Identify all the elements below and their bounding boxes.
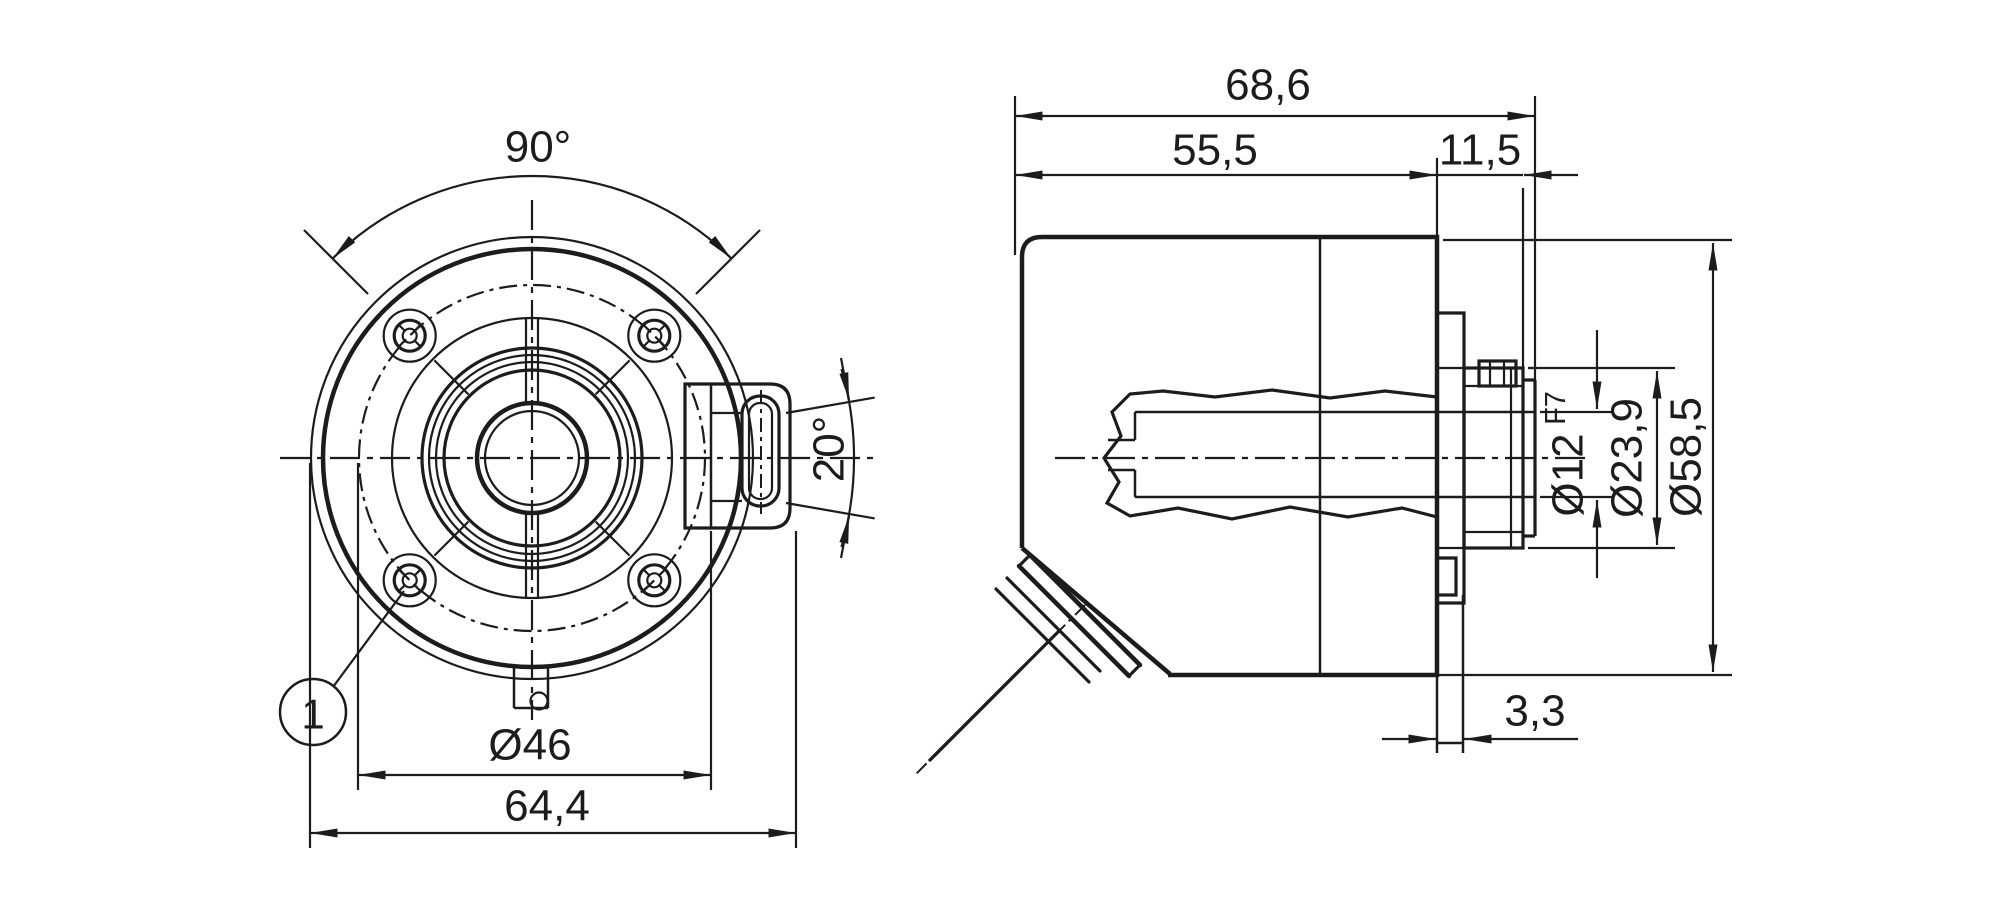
dim-label-68-6: 68,6 (1225, 61, 1311, 110)
dim-housing-length: 55,5 (1015, 126, 1437, 180)
dim-clamp-diameter: Ø23,9 (1603, 371, 1662, 545)
centerlines (280, 200, 878, 720)
dim-bore-diameter: Ø12 F7 (1540, 330, 1602, 578)
clamp-ring (1462, 359, 1525, 550)
connector-side (914, 552, 1143, 776)
dim-label-d23-9: Ø23,9 (1603, 398, 1652, 518)
breakout-section (1102, 388, 1438, 521)
dim-label-55-5: 55,5 (1172, 126, 1258, 175)
connector-front (683, 382, 792, 530)
callout-1-label: 1 (301, 691, 324, 738)
screw-top-right (627, 308, 682, 363)
screw-top-left (382, 308, 437, 363)
dim-label-d12: Ø12 (1544, 433, 1593, 516)
screw-bottom-left (382, 553, 437, 608)
dim-label-d12-fit: F7 (1540, 391, 1572, 425)
mounting-screws (382, 308, 682, 608)
dim-label-20deg: 20° (805, 416, 854, 483)
dim-housing-diameter: Ø58,5 (1662, 243, 1718, 672)
dim-label-11-5: 11,5 (1439, 126, 1521, 175)
dim-label-3-3: 3,3 (1504, 687, 1565, 736)
side-view: 68,6 55,5 11,5 3,3 Ø12 F7 Ø2 (914, 61, 1732, 776)
bottom-tab (512, 666, 550, 711)
dim-angle-20: 20° (785, 357, 875, 559)
dim-label-90deg: 90° (505, 123, 572, 172)
locating-tab-side (1435, 556, 1465, 753)
screw-bottom-right (627, 553, 682, 608)
dim-label-d58-5: Ø58,5 (1662, 397, 1711, 517)
bolt-circle (357, 283, 707, 633)
callout-1: 1 (278, 590, 405, 747)
dim-label-d46: Ø46 (488, 721, 571, 770)
extension-lines (1013, 96, 1732, 677)
dim-overall-64-4: 64,4 (308, 463, 798, 848)
inner-rings (390, 316, 674, 600)
dim-overall-length: 68,6 (1015, 61, 1535, 121)
dim-tab-width: 3,3 (1382, 687, 1578, 744)
dim-angle-90: 90° (303, 123, 761, 295)
clamp-screw (1477, 359, 1518, 388)
dim-bolt-circle-d46: Ø46 (356, 463, 713, 790)
dim-shaft-section: 11,5 (1437, 126, 1578, 180)
dim-label-64-4: 64,4 (504, 782, 590, 831)
front-view: 90° 20° Ø46 64,4 1 (278, 123, 878, 848)
